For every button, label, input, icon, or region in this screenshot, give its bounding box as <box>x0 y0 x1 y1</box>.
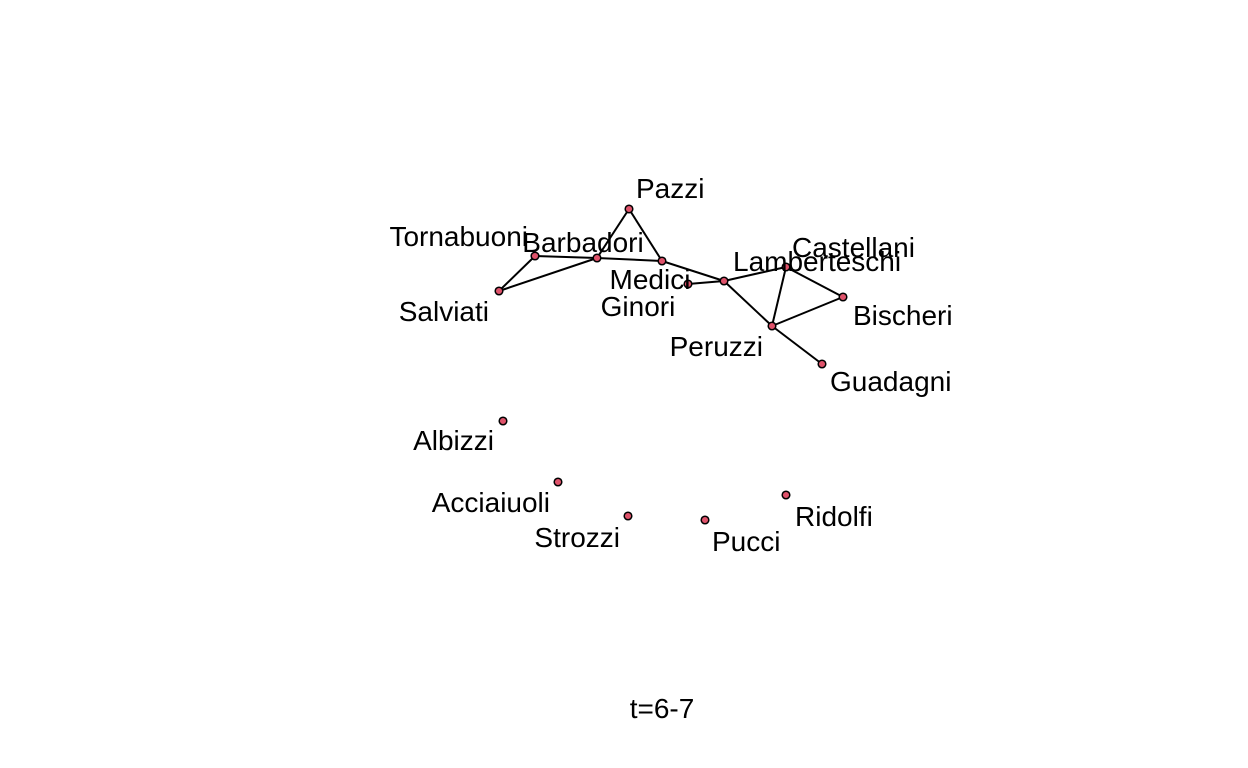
edge-tornabuoni-barbadori <box>534 255 598 259</box>
node-lamberteschi <box>719 276 729 286</box>
edge-pazzi-barbadori <box>596 208 630 259</box>
edge-bischeri-peruzzi <box>771 296 844 327</box>
edge-castellani-bischeri <box>785 266 844 298</box>
edge-medici-lamberteschi <box>661 260 725 282</box>
node-acciaiuoli <box>553 477 563 487</box>
edge-barbadori-salviati <box>498 257 598 292</box>
node-label-ridolfi: Ridolfi <box>795 501 873 532</box>
node-label-medici: Medici <box>610 264 691 295</box>
node-label-pucci: Pucci <box>712 526 780 557</box>
node-strozzi <box>623 511 633 521</box>
node-barbadori <box>592 253 602 263</box>
time-caption: t=6-7 <box>630 693 695 724</box>
edge-pazzi-medici <box>628 208 663 262</box>
node-label-albizzi: Albizzi <box>413 425 494 456</box>
edge-peruzzi-guadagni <box>771 325 823 365</box>
node-label-salviati: Salviati <box>399 296 489 327</box>
node-pazzi <box>624 204 634 214</box>
node-ginori <box>683 279 693 289</box>
node-salviati <box>494 286 504 296</box>
edge-lamberteschi-castellani <box>723 266 787 282</box>
node-label-strozzi: Strozzi <box>534 522 620 553</box>
node-ridolfi <box>781 490 791 500</box>
node-label-pazzi: Pazzi <box>636 173 704 204</box>
node-layer <box>494 204 848 525</box>
edge-barbadori-medici <box>596 257 663 262</box>
edge-ginori-lamberteschi <box>687 280 725 285</box>
edge-castellani-peruzzi <box>771 266 787 327</box>
node-medici <box>657 256 667 266</box>
node-label-barbadori: Barbadori <box>522 227 643 258</box>
node-peruzzi <box>767 321 777 331</box>
node-pucci <box>700 515 710 525</box>
node-albizzi <box>498 416 508 426</box>
node-tornabuoni <box>530 251 540 261</box>
node-label-bischeri: Bischeri <box>853 300 953 331</box>
node-bischeri <box>838 292 848 302</box>
node-label-acciaiuoli: Acciaiuoli <box>432 487 550 518</box>
node-label-guadagni: Guadagni <box>830 366 951 397</box>
edge-tornabuoni-salviati <box>498 255 536 292</box>
node-label-peruzzi: Peruzzi <box>670 331 763 362</box>
node-castellani <box>781 262 791 272</box>
edge-lamberteschi-peruzzi <box>723 280 773 327</box>
node-guadagni <box>817 359 827 369</box>
node-label-tornabuoni: Tornabuoni <box>389 221 528 252</box>
node-label-ginori: Ginori <box>601 291 676 322</box>
node-label-castellani: Castellani <box>792 232 915 263</box>
edge-layer <box>498 208 844 365</box>
node-label-lamberteschi: Lamberteschi <box>733 246 901 277</box>
